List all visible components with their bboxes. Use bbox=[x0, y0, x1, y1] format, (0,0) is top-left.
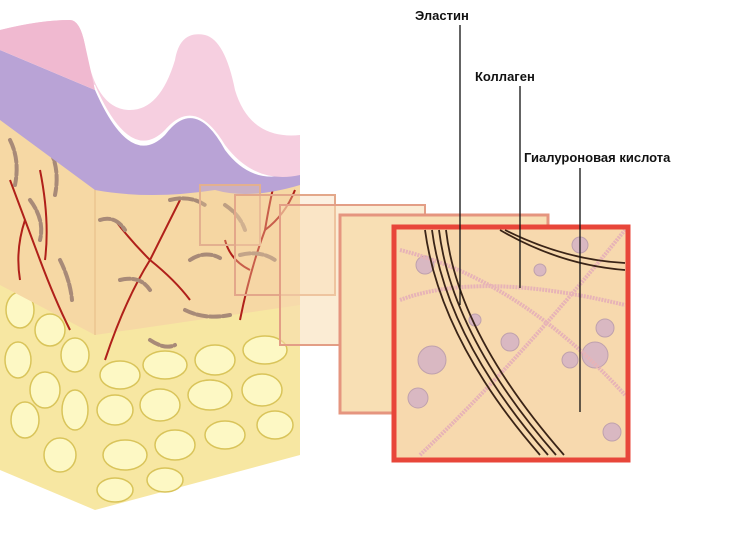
fat-cells bbox=[4, 291, 294, 503]
hyaluronic-bubbles bbox=[407, 236, 622, 442]
label-lines bbox=[459, 25, 581, 412]
magnified-panel bbox=[391, 224, 631, 463]
hyaluronic-acid-label: Гиалуроновая кислота bbox=[524, 150, 671, 165]
elastin-fibers bbox=[424, 229, 626, 456]
magnified-frame bbox=[391, 224, 631, 463]
elastin-label: Эластин bbox=[415, 8, 469, 23]
dermis-fibers bbox=[8, 138, 277, 349]
basal-layer bbox=[0, 50, 300, 195]
collagen-label: Коллаген bbox=[475, 69, 535, 84]
skin-block bbox=[0, 20, 300, 510]
